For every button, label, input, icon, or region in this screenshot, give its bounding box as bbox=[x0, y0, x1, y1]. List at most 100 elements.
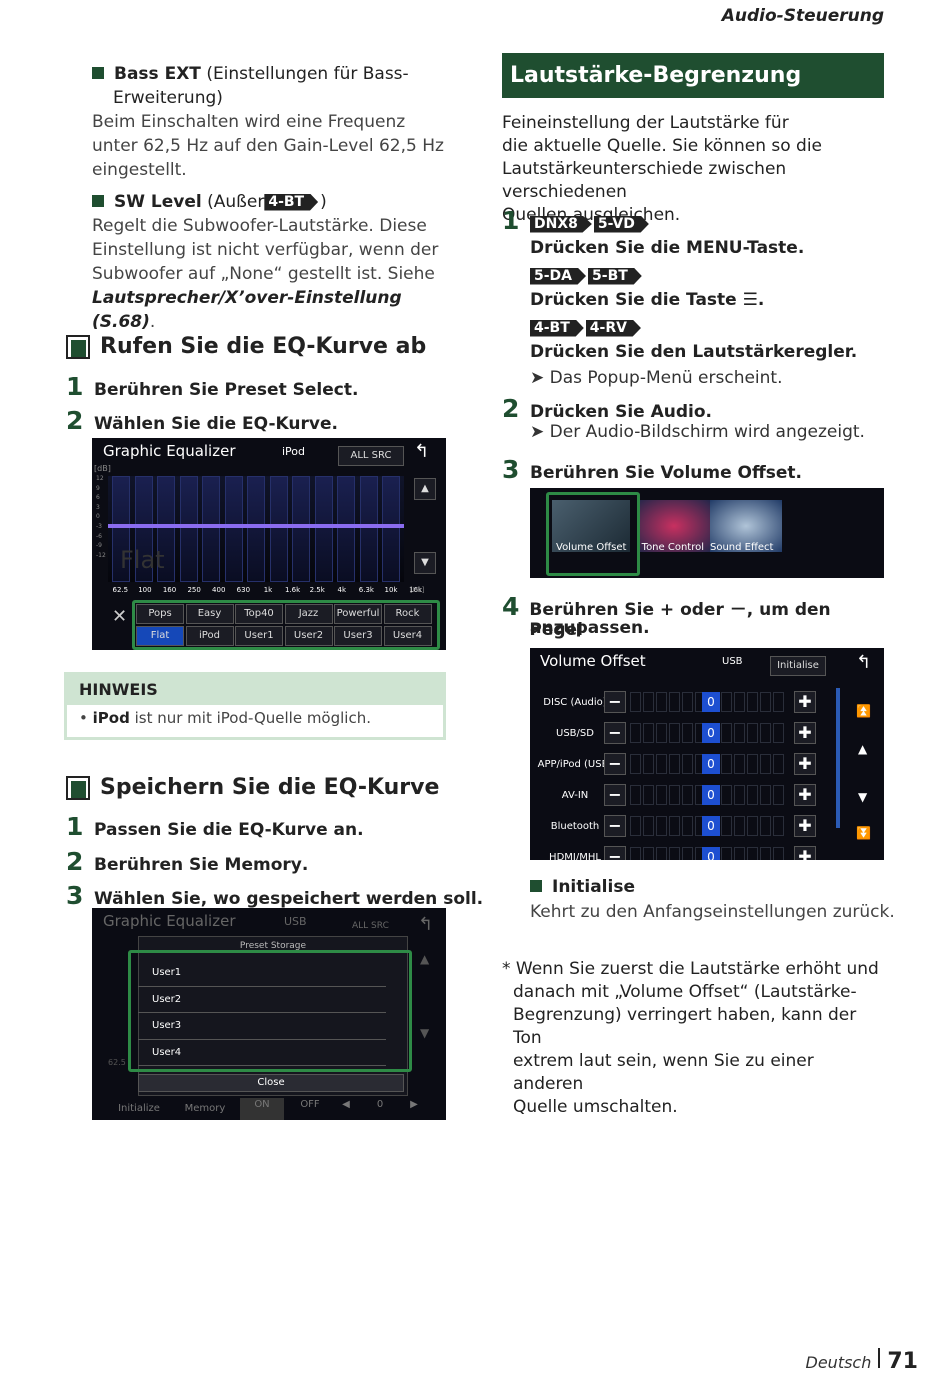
preset-button[interactable]: Top40 bbox=[235, 604, 283, 624]
offset-value: 0 bbox=[702, 723, 720, 743]
volume-row: USB/SD−0✚ bbox=[530, 719, 830, 747]
highlight-frame bbox=[132, 600, 440, 650]
bullet-square-icon bbox=[92, 67, 104, 79]
section-icon bbox=[66, 775, 90, 800]
eq-band-slider[interactable] bbox=[359, 476, 378, 582]
menu-icon: ☰ bbox=[742, 290, 758, 310]
preset-button[interactable]: Pops bbox=[136, 604, 184, 624]
right-arrow-icon[interactable]: ▶ bbox=[410, 1099, 418, 1110]
minus-button[interactable]: − bbox=[604, 784, 626, 806]
eq-band-slider[interactable] bbox=[224, 476, 243, 582]
eq-band-slider[interactable] bbox=[179, 476, 198, 582]
highlight-frame bbox=[546, 492, 640, 576]
minus-button[interactable]: − bbox=[604, 722, 626, 744]
preset-button[interactable]: User3 bbox=[334, 626, 382, 646]
minus-button[interactable]: − bbox=[604, 846, 626, 860]
close-button[interactable]: Close bbox=[138, 1074, 404, 1092]
offset-value: 0 bbox=[702, 847, 720, 860]
preset-button[interactable]: User1 bbox=[235, 626, 283, 646]
scrollbar[interactable] bbox=[836, 688, 840, 828]
eq-band-slider[interactable] bbox=[314, 476, 333, 582]
offset-value: 0 bbox=[702, 692, 720, 712]
minus-button[interactable]: − bbox=[604, 753, 626, 775]
back-arrow-icon: ↰ bbox=[418, 914, 434, 935]
scroll-down-button[interactable]: ▼ bbox=[414, 552, 436, 574]
eq-band-slider[interactable] bbox=[157, 476, 175, 582]
volume-row: AV-IN−0✚ bbox=[530, 781, 830, 809]
sound-effect-thumb[interactable] bbox=[710, 500, 782, 552]
eq-band-slider[interactable] bbox=[337, 476, 355, 582]
eq-band-slider[interactable] bbox=[269, 476, 288, 582]
recall-step-1: 1 Berühren Sie Preset Select. bbox=[66, 372, 359, 401]
preset-button[interactable]: User2 bbox=[284, 626, 333, 646]
back-arrow-icon[interactable]: ↰ bbox=[856, 652, 872, 673]
arrow-right-icon: ➤ bbox=[530, 422, 545, 442]
eq-band-slider[interactable] bbox=[292, 476, 310, 582]
preset-button[interactable]: Flat bbox=[136, 626, 184, 646]
eq-curve-line bbox=[108, 524, 404, 528]
bullet-square-icon bbox=[92, 195, 104, 207]
user-slot-item[interactable]: User1 bbox=[138, 960, 386, 987]
scroll-top-icon[interactable]: ⏫ bbox=[856, 704, 871, 718]
minus-button[interactable]: − bbox=[604, 691, 626, 713]
volume-offset-thumb[interactable] bbox=[552, 500, 630, 552]
scroll-bottom-icon[interactable]: ⏬ bbox=[856, 826, 871, 840]
page-number: 71 bbox=[887, 1349, 918, 1374]
minus-button[interactable]: − bbox=[604, 815, 626, 837]
user-slot-item[interactable]: User2 bbox=[138, 987, 386, 1013]
eq-band-slider[interactable] bbox=[134, 476, 153, 582]
highlight-frame bbox=[128, 950, 412, 1072]
eq-bars-area[interactable] bbox=[108, 476, 404, 582]
initialise-button[interactable]: Initialise bbox=[770, 656, 826, 676]
plus-button[interactable]: ✚ bbox=[794, 753, 816, 775]
bass-ext-text: Beim Einschalten wird eine Frequenz unte… bbox=[92, 112, 444, 180]
back-arrow-icon[interactable]: ↰ bbox=[414, 441, 430, 462]
eq-band-slider[interactable] bbox=[382, 476, 400, 582]
user-slot-item[interactable]: User4 bbox=[138, 1040, 386, 1066]
preset-button[interactable]: Jazz bbox=[284, 604, 333, 624]
bass-ext-block: Bass EXT (Einstellungen für Bass- Erweit… bbox=[92, 62, 452, 182]
volume-row: APP/iPod (USB)−0✚ bbox=[530, 750, 830, 778]
offset-value: 0 bbox=[702, 754, 720, 774]
scroll-up-button[interactable]: ▲ bbox=[414, 478, 436, 500]
plus-button[interactable]: ✚ bbox=[794, 722, 816, 744]
page-link[interactable]: Lautsprecher/X’over-Einstellung (S.68) bbox=[92, 288, 402, 332]
left-arrow-icon[interactable]: ◀ bbox=[342, 1099, 350, 1110]
preset-button[interactable]: iPod bbox=[185, 626, 234, 646]
close-x-icon[interactable]: ✕ bbox=[112, 606, 128, 627]
note-box: HINWEIS • iPod ist nur mit iPod-Quelle m… bbox=[64, 672, 446, 740]
scroll-up-icon[interactable]: ▲ bbox=[858, 742, 868, 756]
section-title-save: Speichern Sie die EQ-Kurve bbox=[66, 775, 439, 800]
plus-button[interactable]: ✚ bbox=[794, 691, 816, 713]
eq-band-slider[interactable] bbox=[247, 476, 265, 582]
preset-button[interactable]: Rock bbox=[383, 604, 432, 624]
user-slot-item[interactable]: User3 bbox=[138, 1013, 386, 1040]
preset-button[interactable]: Powerful bbox=[334, 604, 382, 624]
scroll-down-icon[interactable]: ▼ bbox=[858, 790, 868, 804]
all-src-button[interactable]: ALL SRC bbox=[338, 446, 404, 466]
tone-control-thumb[interactable] bbox=[638, 500, 710, 552]
preset-button[interactable]: Easy bbox=[185, 604, 234, 624]
preset-button[interactable]: User4 bbox=[383, 626, 432, 646]
initialise-subhead: Initialise bbox=[530, 877, 635, 897]
note-title: HINWEIS bbox=[67, 675, 443, 705]
plus-button[interactable]: ✚ bbox=[794, 846, 816, 860]
plus-button[interactable]: ✚ bbox=[794, 815, 816, 837]
plus-button[interactable]: ✚ bbox=[794, 784, 816, 806]
scroll-up-icon: ▲ bbox=[420, 952, 430, 966]
model-badge: 4-BT bbox=[264, 193, 319, 211]
eq-band-slider[interactable] bbox=[112, 476, 130, 582]
step-2-result: ➤ Der Audio-Bildschirm wird angezeigt. bbox=[530, 422, 865, 442]
eq-band-slider[interactable] bbox=[202, 476, 220, 582]
section-heading-volume: Lautstärke-Begrenzung bbox=[502, 53, 884, 98]
